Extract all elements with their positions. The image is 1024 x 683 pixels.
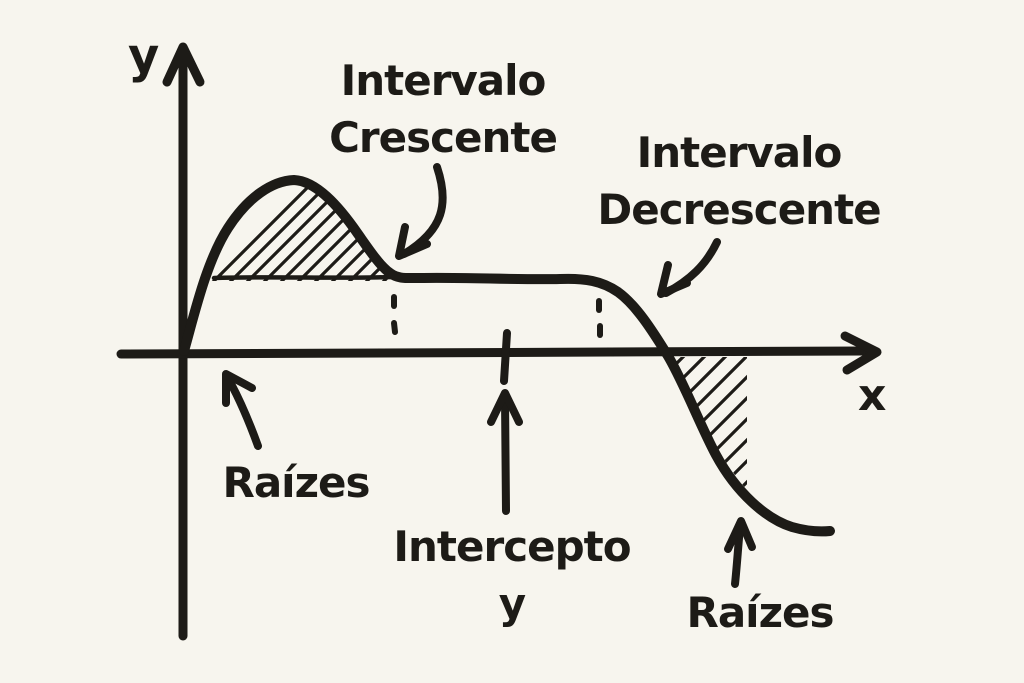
increasing-interval-label: Intervalo Crescente — [329, 52, 558, 166]
y-intercept-label-line1: Intercepto — [393, 522, 631, 571]
plateau-dotted-marks — [391, 294, 603, 338]
x-axis-label: x — [858, 370, 886, 421]
y-intercept-label-line2: y — [498, 579, 526, 629]
increasing-interval-arrow — [395, 163, 447, 260]
roots-right-arrow — [724, 517, 756, 588]
y-intercept-tick — [500, 329, 511, 385]
hump-baseline — [211, 274, 395, 281]
function-curve — [179, 175, 835, 537]
y-axis-label: y — [128, 28, 159, 84]
y-intercept-arrow — [487, 389, 523, 515]
increasing-interval-label-line2: Crescente — [329, 113, 558, 163]
roots-left-arrow — [222, 370, 262, 450]
x-axis — [116, 331, 882, 375]
increasing-interval-label-line1: Intervalo — [340, 56, 547, 105]
decreasing-interval-label-line2: Decrescente — [597, 185, 881, 235]
roots-label-left: Raízes — [222, 458, 370, 507]
roots-label-right: Raízes — [686, 588, 834, 637]
decreasing-interval-label: Intervalo Decrescente — [597, 124, 881, 238]
decreasing-interval-arrow — [657, 238, 721, 298]
y-intercept-label: Intercepto y — [393, 518, 631, 632]
decreasing-interval-label-line1: Intervalo — [636, 128, 843, 177]
